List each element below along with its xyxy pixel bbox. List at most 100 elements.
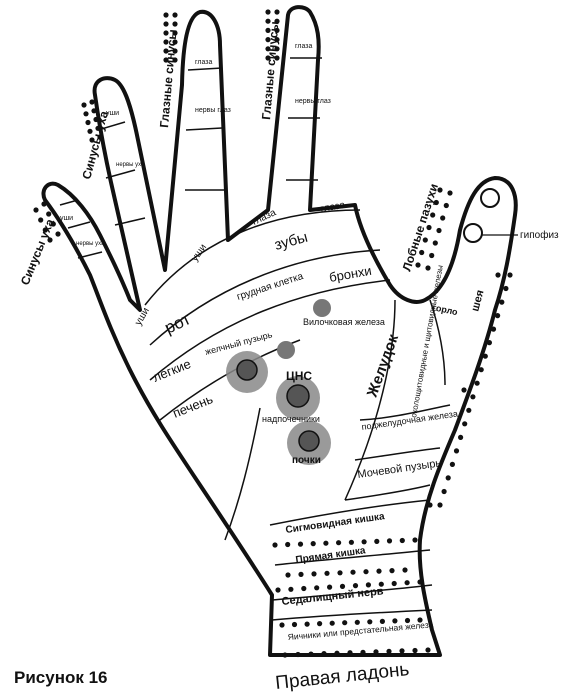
ovaries-dot [360,650,365,655]
edge-dot [499,300,504,305]
edge-dot [495,272,500,277]
sciatic-dot [340,584,345,589]
edge-dot [475,381,480,386]
middle-finger-dot [172,12,177,17]
little-finger-dot [55,231,60,236]
edge-dot [479,367,484,372]
ovaries-dot [330,621,335,626]
sigmoid-dot [387,538,392,543]
middle-nerves-label: нервы глаз [195,107,231,114]
ring-finger-dot [81,102,86,107]
sigmoid-dot [311,541,316,546]
rectum-dot [376,569,381,574]
index-eyes-label: глаза [295,43,313,50]
ovaries-dot [295,652,300,657]
figure-caption: Рисунок 16 [14,668,108,688]
sigmoid-dot [336,540,341,545]
little-nerves-label: нервы уха [76,241,105,247]
middle-finger-label: Глазные синусы [157,29,180,129]
sciatic-dot [405,580,410,585]
edge-dot [437,502,442,507]
rectum-dot [285,572,290,577]
thumb-dot [440,215,445,220]
ovaries-dot [317,621,322,626]
thumb-dot [447,190,452,195]
cns-point [287,385,309,407]
sigmoid-dot [374,539,379,544]
ovaries-dot [321,651,326,656]
edge-dot [507,272,512,277]
kidneys-label: почки [292,455,321,466]
palm-title: Правая ладонь [274,659,410,694]
thumb-dot [415,262,420,267]
sigmoid-dot [362,539,367,544]
edge-dot [491,327,496,332]
ovaries-dot [282,652,287,657]
middle-finger-dot [163,12,168,17]
sciatic-dot [301,586,306,591]
rectum-dot [363,569,368,574]
index-finger-dot [274,9,279,14]
little-ears-label: уши [60,215,73,222]
ovaries-dot [399,648,404,653]
little-finger-dot [33,207,38,212]
ring-finger-dot [83,111,88,116]
edge-dot [442,489,447,494]
thumb-dot [436,228,441,233]
sigmoid-dot [323,541,328,546]
sigmoid-dot [349,540,354,545]
ovaries-dot [386,649,391,654]
sciatic-dot [314,585,319,590]
ovaries-dot [425,647,430,652]
thumb-circle-pituitary [464,224,482,242]
ring-finger-dot [85,120,90,125]
cns-label: ЦНС [286,369,312,383]
sigmoid-dot [412,537,417,542]
rectum-dot [324,571,329,576]
thumb-dot [429,253,434,258]
edge-dot [446,475,451,480]
ring-ears-label: уши [106,110,119,117]
ovaries-dot [305,622,310,627]
ovaries-dot [279,622,284,627]
edge-dot [503,286,508,291]
liver-point [237,360,257,380]
rectum-dot [389,568,394,573]
edge-dot [483,354,488,359]
index-nerves-label: нервы глаз [295,98,331,105]
rectum-dot [337,570,342,575]
edge-dot [454,448,459,453]
ovaries-dot [355,620,360,625]
middle-eyes-label: глаза [195,59,213,66]
rectum-dot [350,570,355,575]
rectum-dot [298,572,303,577]
edge-dot [470,394,475,399]
thumb-dot [425,265,430,270]
ring-nerves-label: нервы уха [116,162,145,168]
edge-dot [466,408,471,413]
sciatic-dot [275,587,280,592]
sciatic-dot [288,587,293,592]
little-finger-dot [41,201,46,206]
ovaries-dot [308,652,313,657]
edge-dot [487,340,492,345]
sciatic-dot [327,585,332,590]
thumb-dot [444,203,449,208]
edge-dot [458,435,463,440]
sigmoid-dot [400,538,405,543]
sciatic-dot [417,579,422,584]
sigmoid-dot [272,542,277,547]
middle-finger-dot [172,21,177,26]
ovaries-dot [347,650,352,655]
gallbladder-point [277,341,295,359]
ovaries-dot [334,651,339,656]
pituitary-label: гипофиз [520,229,559,241]
thumb-sinus-label: Лобные пазухи [400,182,442,273]
edge-dot [462,421,467,426]
hand-outline [43,7,515,655]
kidney-point [299,431,319,451]
ovaries-dot [292,622,297,627]
ovaries-dot [412,648,417,653]
middle-finger-dot [163,21,168,26]
